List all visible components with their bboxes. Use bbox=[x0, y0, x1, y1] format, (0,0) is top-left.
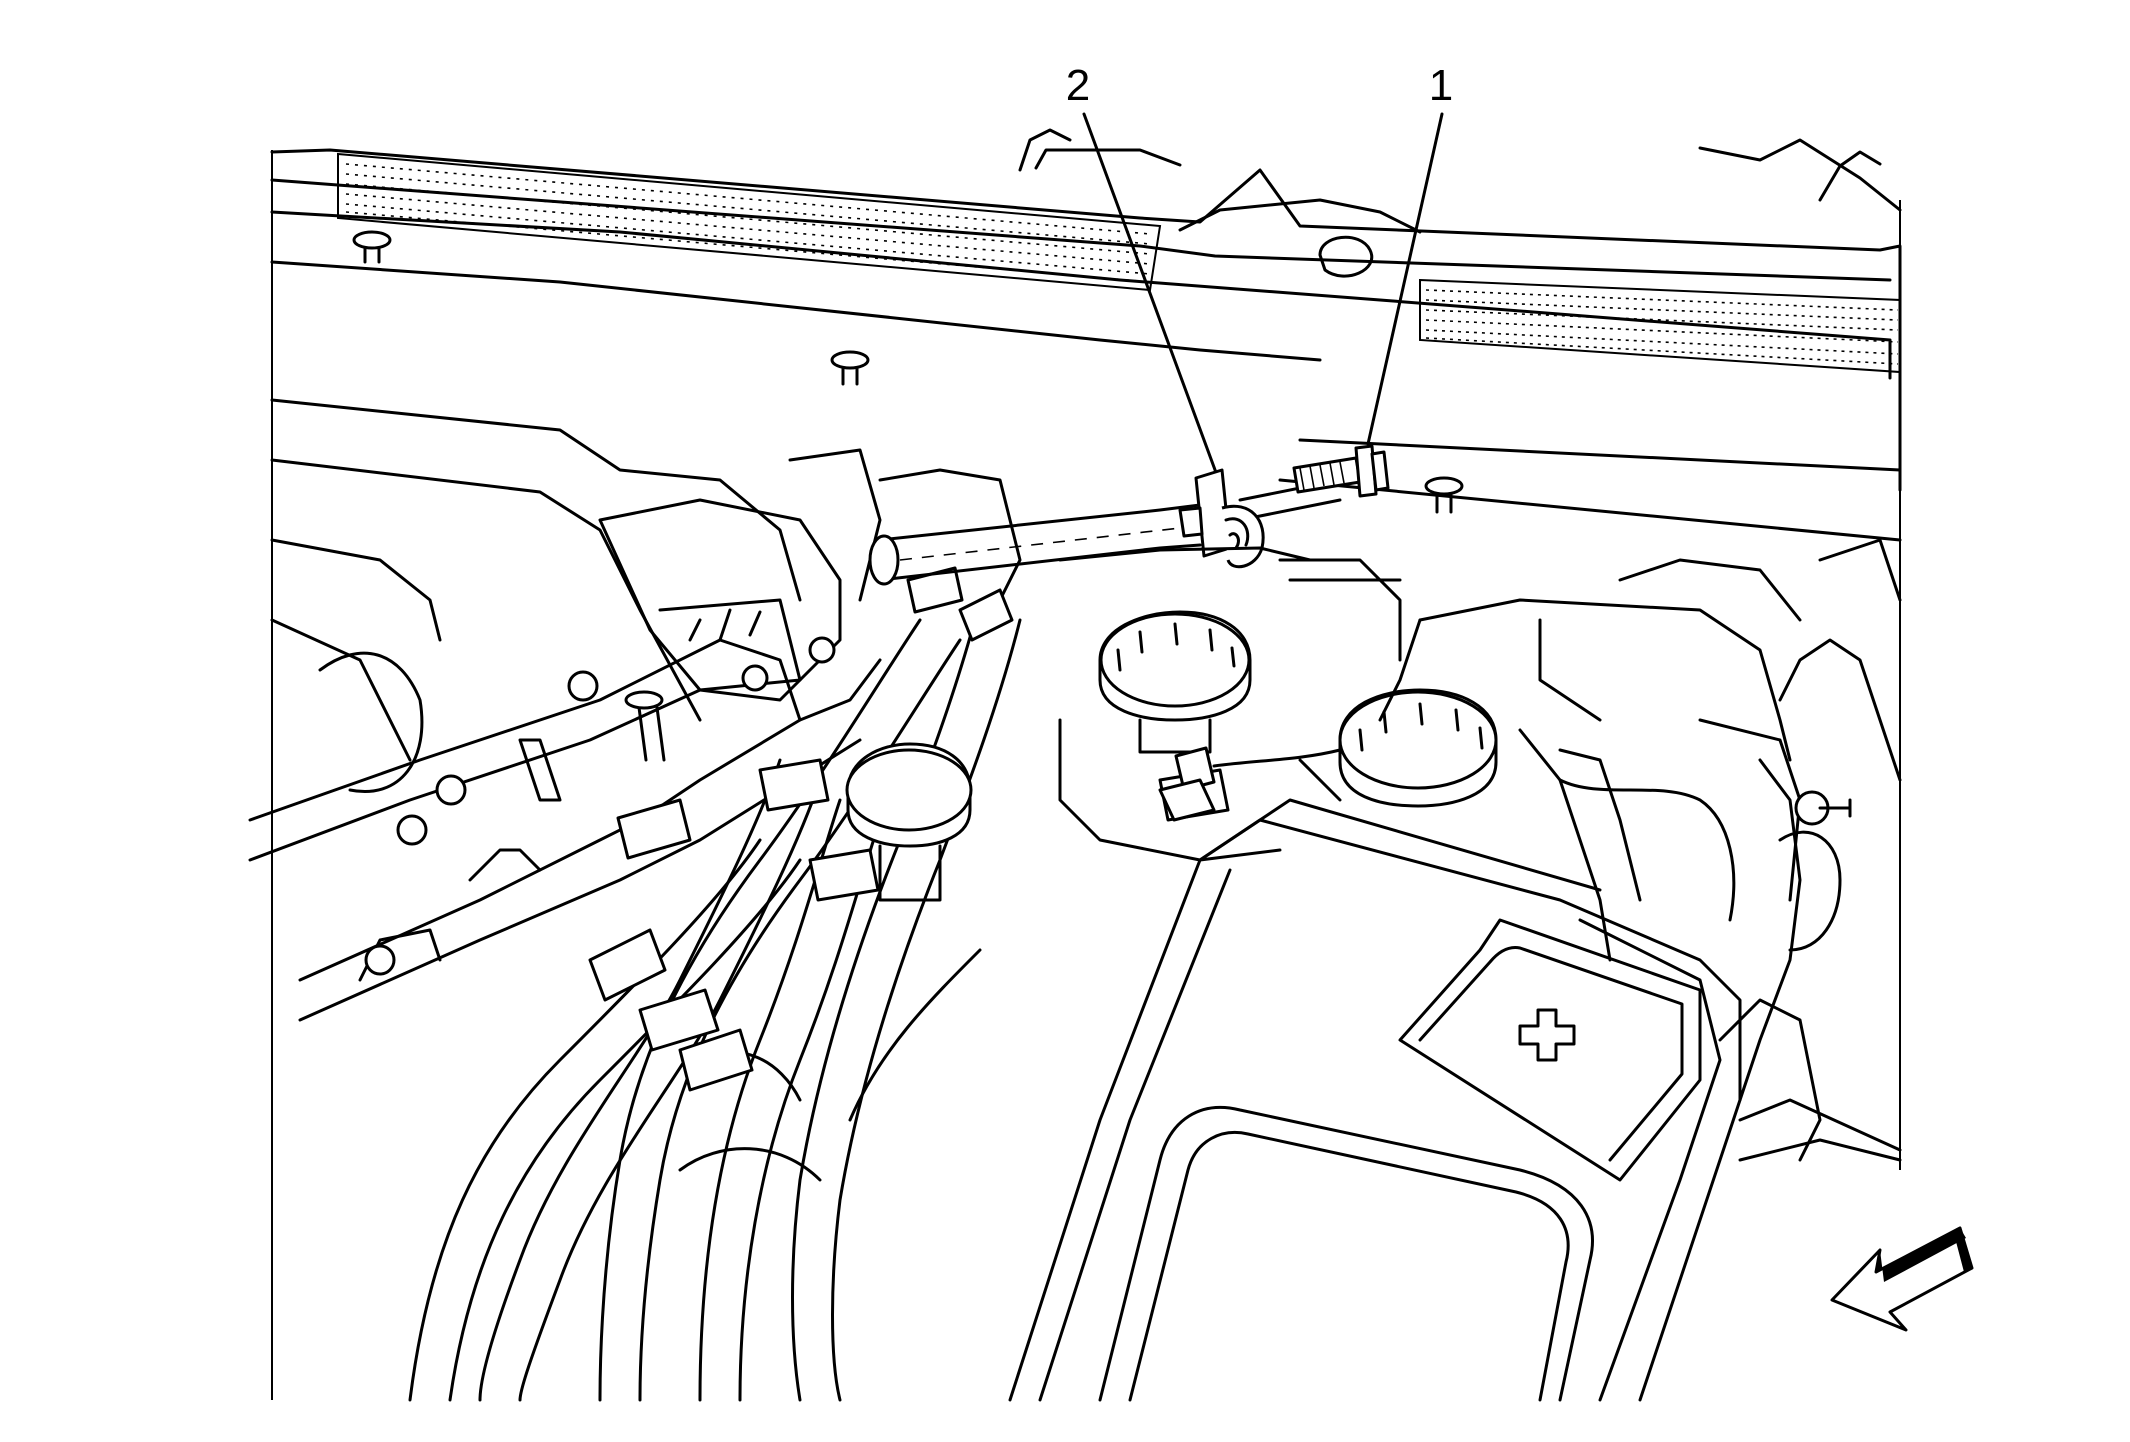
cowl-vent-grille-left bbox=[337, 152, 1162, 292]
bolt bbox=[1292, 444, 1390, 498]
arrow-front-of-vehicle-icon bbox=[1830, 1226, 1974, 1332]
reservoir-cap-left bbox=[845, 742, 973, 902]
wiring-harness-tube bbox=[868, 478, 1342, 586]
reservoir-cap-right bbox=[1338, 688, 1498, 808]
leader-line-2 bbox=[1082, 112, 1220, 480]
cowl-vent-grille-right bbox=[1419, 278, 1901, 374]
callout-number-2: 2 bbox=[1066, 61, 1090, 110]
harness-clip bbox=[1178, 468, 1265, 569]
plus-sign-icon bbox=[1518, 1008, 1576, 1062]
cowl-panel bbox=[270, 128, 1902, 542]
engine-bolts-left bbox=[396, 636, 836, 846]
brake-fluid-reservoir bbox=[1058, 546, 1402, 862]
electrical-connector bbox=[1158, 746, 1342, 822]
coolant-hoses bbox=[408, 598, 1022, 1402]
coolant-reservoir bbox=[1378, 558, 1802, 962]
callout-number-1: 1 bbox=[1429, 61, 1453, 110]
cowl-push-pins bbox=[352, 230, 1464, 514]
reservoir-cap-center bbox=[1098, 610, 1252, 754]
support-rail bbox=[298, 658, 882, 1022]
illustration-frame bbox=[271, 150, 1901, 1400]
leader-line-1 bbox=[1366, 112, 1444, 446]
battery-cover bbox=[1008, 798, 1742, 1402]
strut-tower-right bbox=[1718, 538, 1902, 1162]
hose-clamps bbox=[588, 566, 1230, 1092]
